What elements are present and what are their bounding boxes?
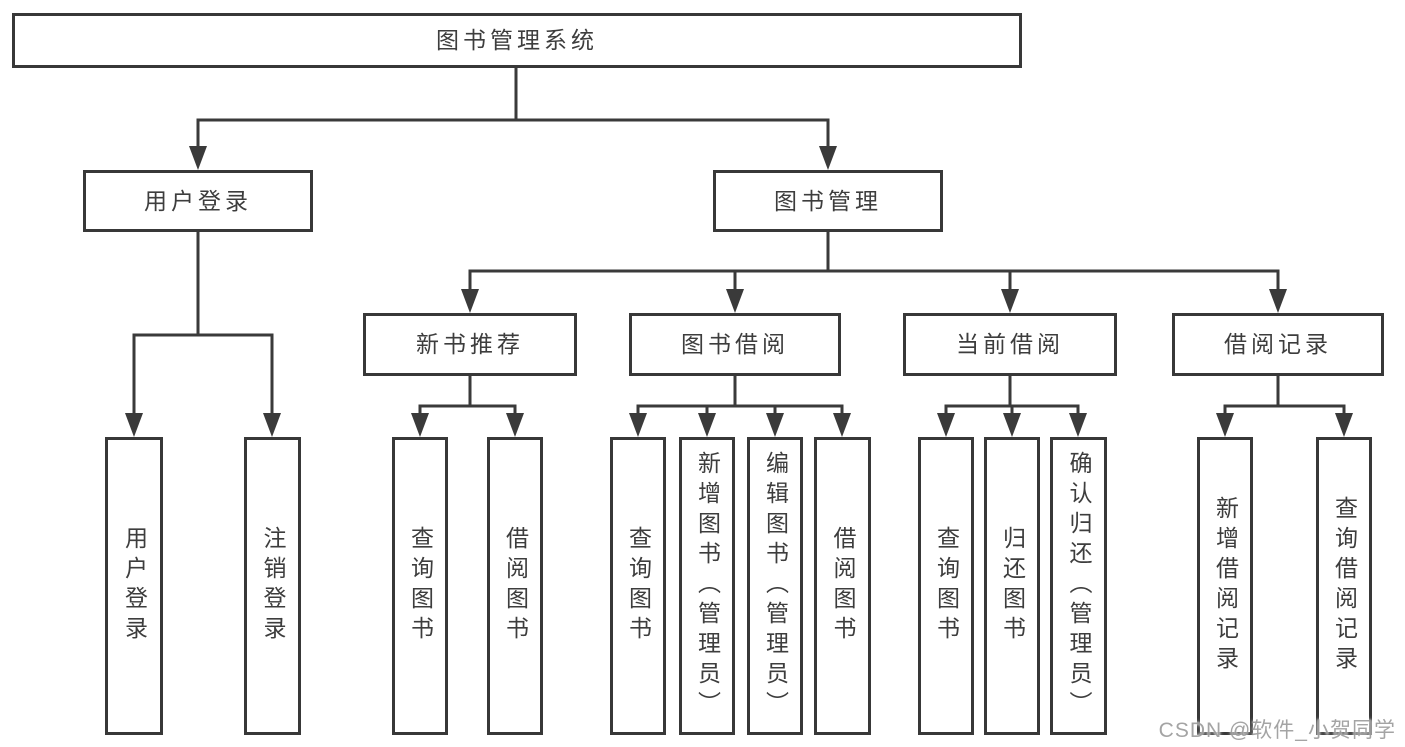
- leaf-newbooks-borrow-book: 借阅图书: [487, 437, 543, 735]
- node-borrowing-records: 借阅记录: [1172, 313, 1384, 376]
- node-library-system: 图书管理系统: [12, 13, 1022, 68]
- leaf-borrowing-borrow-book: 借阅图书: [814, 437, 871, 735]
- connector-current-to-leaves: [937, 373, 1087, 437]
- leaf-newbooks-query-book: 查询图书: [392, 437, 448, 735]
- connector-records-to-leaves: [1216, 373, 1353, 437]
- connector-book-mgmt-to-level3: [461, 229, 1287, 313]
- node-book-management: 图书管理: [713, 170, 943, 232]
- leaf-records-query-record: 查询借阅记录: [1316, 437, 1372, 735]
- node-current-borrowing: 当前借阅: [903, 313, 1117, 376]
- connector-borrowing-to-leaves: [629, 373, 851, 437]
- leaf-borrowing-add-book-admin: 新增图书（管理员）: [679, 437, 735, 735]
- leaf-logout: 注销登录: [244, 437, 301, 735]
- leaf-current-query-book: 查询图书: [918, 437, 974, 735]
- node-user-login: 用户登录: [83, 170, 313, 232]
- leaf-current-confirm-return-admin: 确认归还（管理员）: [1050, 437, 1107, 735]
- leaf-borrowing-edit-book-admin: 编辑图书（管理员）: [747, 437, 803, 735]
- node-new-book-recommend: 新书推荐: [363, 313, 577, 376]
- leaf-user-login: 用户登录: [105, 437, 163, 735]
- csdn-watermark: CSDN @软件_小贺同学: [1158, 719, 1396, 742]
- leaf-borrowing-query-book: 查询图书: [610, 437, 666, 735]
- leaf-current-return-book: 归还图书: [984, 437, 1040, 735]
- leaf-records-add-record: 新增借阅记录: [1197, 437, 1253, 735]
- connector-user-login-to-leaves: [125, 229, 281, 437]
- node-book-borrowing: 图书借阅: [629, 313, 841, 376]
- connector-new-books-to-leaves: [411, 373, 524, 437]
- connector-root-to-level2: [189, 64, 837, 170]
